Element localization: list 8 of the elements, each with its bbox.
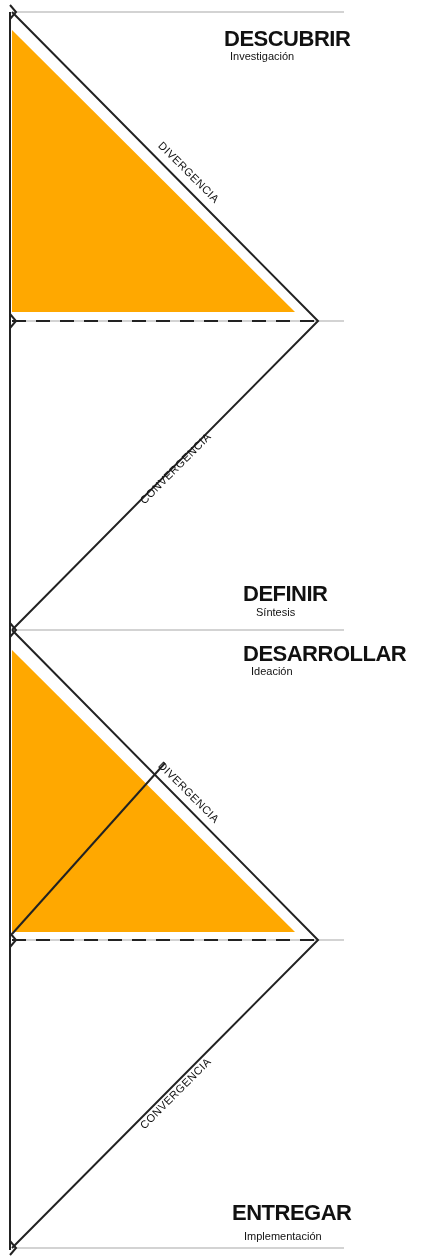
phase-subtitle: Implementación — [244, 1231, 322, 1242]
phase-heading: DESCUBRIR — [224, 28, 351, 50]
phase-subtitle: Síntesis — [256, 607, 296, 618]
phase-heading: DEFINIR — [243, 583, 328, 605]
phase-subtitle: Ideación — [251, 666, 293, 677]
phase-heading: DESARROLLAR — [243, 643, 407, 665]
phase-heading: ENTREGAR — [232, 1202, 352, 1224]
phase-subtitle: Investigación — [230, 51, 295, 62]
